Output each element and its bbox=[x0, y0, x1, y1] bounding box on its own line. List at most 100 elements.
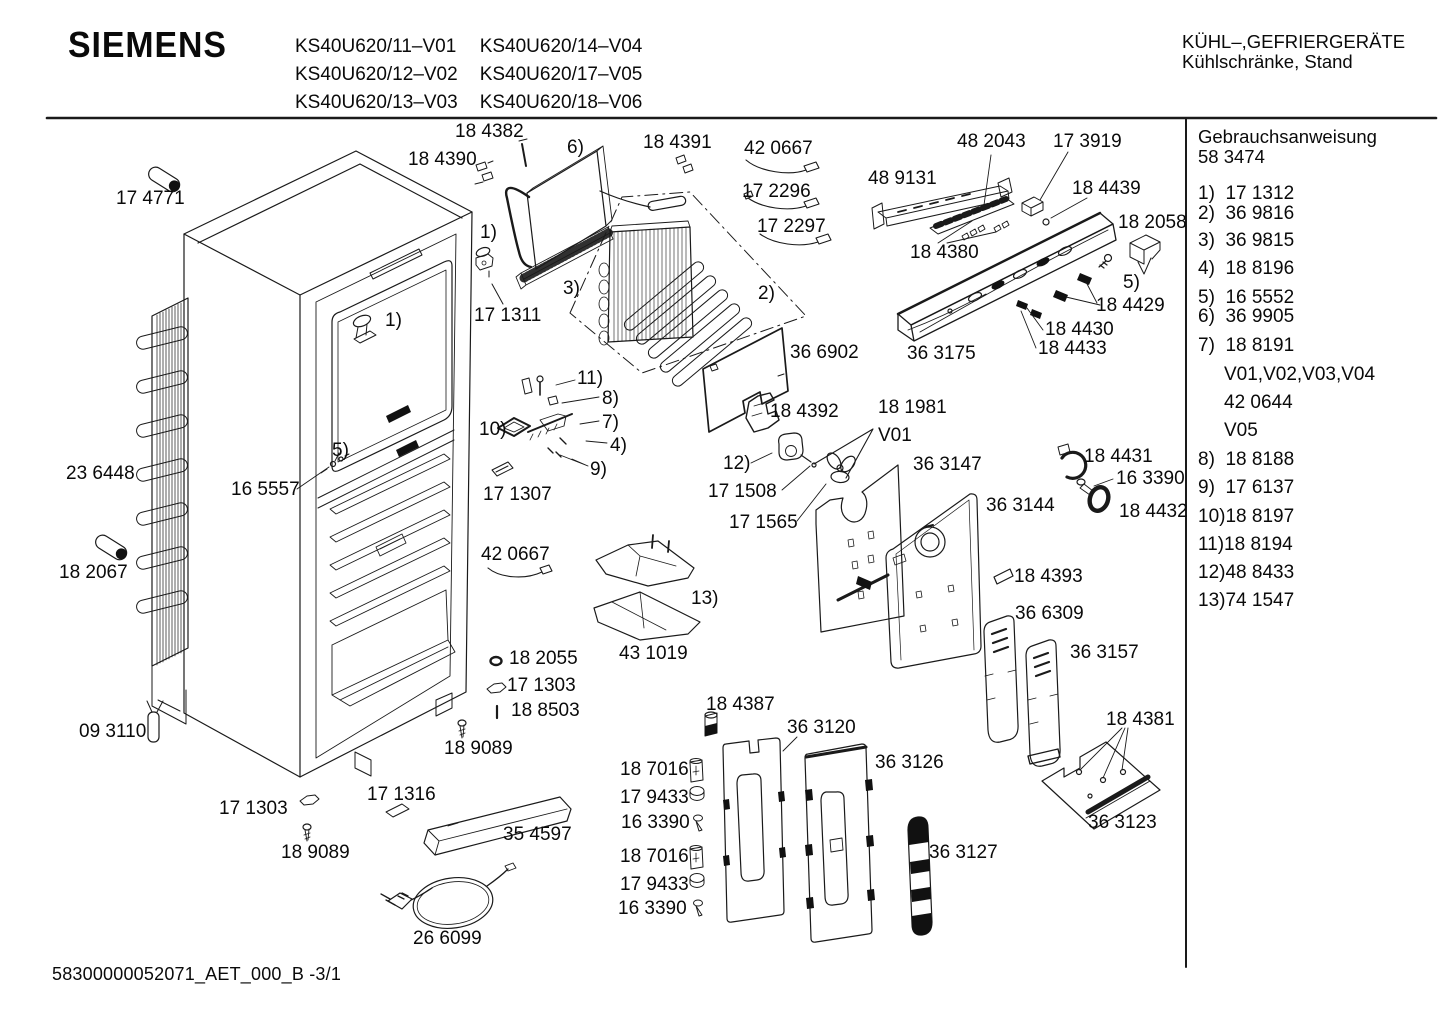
part-label: 17 1311 bbox=[474, 305, 542, 326]
part-label: 12) bbox=[723, 453, 751, 474]
part-label: 18 2067 bbox=[59, 562, 128, 583]
part-label: 18 4390 bbox=[408, 149, 477, 170]
part-label: 18 9089 bbox=[281, 842, 350, 863]
model-number: KS40U620/14–V04 bbox=[479, 36, 643, 57]
parts-list-item: 5) 16 5552 bbox=[1198, 287, 1295, 308]
part-label: 17 1303 bbox=[507, 675, 576, 696]
part-label: 18 7016 bbox=[620, 846, 689, 867]
part-label: 1) bbox=[480, 222, 497, 243]
part-label: 18 7016 bbox=[620, 759, 689, 780]
part-label: 5) bbox=[332, 440, 349, 461]
part-label: 48 9131 bbox=[868, 168, 937, 189]
part-label: 4) bbox=[610, 435, 627, 456]
part-label: 18 2058 bbox=[1118, 212, 1187, 233]
part-label: 18 1981 bbox=[878, 397, 947, 418]
part-label: 18 4433 bbox=[1038, 338, 1107, 359]
part-label: 36 3157 bbox=[1070, 642, 1139, 663]
part-label: 9) bbox=[590, 459, 607, 480]
part-label: 42 0667 bbox=[744, 138, 813, 159]
doc-number: 58300000052071_AET_000_B -3/1 bbox=[52, 964, 342, 984]
brand-logo: SIEMENS bbox=[68, 24, 227, 65]
part-label: 36 3175 bbox=[907, 343, 976, 364]
model-number: KS40U620/11–V01 bbox=[295, 36, 457, 57]
part-label: 17 1508 bbox=[708, 481, 777, 502]
part-label: 13) bbox=[691, 588, 719, 609]
parts-list-item: 7) 18 8191 bbox=[1198, 335, 1295, 356]
part-label: V01 bbox=[878, 425, 912, 446]
part-label: 1) bbox=[385, 310, 402, 331]
parts-list-item: 6) 36 9905 bbox=[1198, 306, 1295, 327]
part-label: 48 2043 bbox=[957, 131, 1026, 152]
parts-list-item: 12)48 8433 bbox=[1198, 562, 1295, 583]
part-label: 18 8503 bbox=[511, 700, 580, 721]
part-label: 2) bbox=[758, 283, 775, 304]
part-label: 18 4380 bbox=[910, 242, 979, 263]
part-label: 26 6099 bbox=[413, 928, 482, 949]
model-number: KS40U620/17–V05 bbox=[479, 64, 643, 85]
part-label: 17 1565 bbox=[729, 512, 798, 533]
part-label: 16 5557 bbox=[231, 479, 300, 500]
part-label: 17 2296 bbox=[742, 181, 811, 202]
part-label: 17 1316 bbox=[367, 784, 436, 805]
part-label: 09 3110 bbox=[79, 721, 147, 742]
part-label: 18 4392 bbox=[770, 401, 839, 422]
part-label: 17 4771 bbox=[116, 188, 185, 209]
part-label: 5) bbox=[1123, 272, 1140, 293]
parts-list-item: 8) 18 8188 bbox=[1198, 449, 1295, 470]
part-label: 17 3919 bbox=[1053, 131, 1122, 152]
part-label: 36 3126 bbox=[875, 752, 944, 773]
part-label: 36 3123 bbox=[1088, 812, 1157, 833]
part-label: 18 4381 bbox=[1106, 709, 1175, 730]
part-label: 17 1303 bbox=[219, 798, 288, 819]
part-label: 16 3390 bbox=[618, 898, 687, 919]
model-number: KS40U620/12–V02 bbox=[295, 64, 458, 85]
parts-list-item: V05 bbox=[1224, 420, 1258, 441]
parts-list-item: 13)74 1547 bbox=[1198, 590, 1295, 611]
part-label: 36 3127 bbox=[929, 842, 998, 863]
page-title-line2: Kühlschränke, Stand bbox=[1182, 51, 1353, 72]
parts-list-item: 2) 36 9816 bbox=[1198, 203, 1295, 224]
part-label: 18 4393 bbox=[1014, 566, 1083, 587]
part-label: 18 4431 bbox=[1084, 446, 1153, 467]
part-label: 11) bbox=[577, 368, 604, 389]
part-label: 17 9433 bbox=[620, 787, 689, 808]
part-label: 36 3144 bbox=[986, 495, 1055, 516]
part-label: 6) bbox=[567, 137, 584, 158]
part-label: 36 6902 bbox=[790, 342, 859, 363]
part-label: 17 1307 bbox=[483, 484, 552, 505]
part-label: 16 3390 bbox=[621, 812, 690, 833]
sidebar-title: Gebrauchsanweisung bbox=[1198, 126, 1377, 147]
part-label: 18 4429 bbox=[1096, 295, 1165, 316]
parts-list-item: 11)18 8194 bbox=[1198, 534, 1293, 555]
parts-list-item: 42 0644 bbox=[1224, 392, 1293, 413]
part-label: 3) bbox=[563, 278, 580, 299]
part-label: 18 4430 bbox=[1045, 319, 1114, 340]
part-label: 18 4382 bbox=[455, 121, 524, 142]
part-label: 36 6309 bbox=[1015, 603, 1084, 624]
part-label: 36 3147 bbox=[913, 454, 982, 475]
part-label: 18 4439 bbox=[1072, 178, 1141, 199]
part-label: 7) bbox=[602, 412, 619, 433]
parts-list-item: 9) 17 6137 bbox=[1198, 477, 1295, 498]
part-label: 43 1019 bbox=[619, 643, 688, 664]
parts-list-item: 1) 17 1312 bbox=[1198, 183, 1295, 204]
sidebar-title-number: 58 3474 bbox=[1198, 146, 1265, 167]
part-label: 10) bbox=[479, 419, 507, 440]
parts-list-item: 4) 18 8196 bbox=[1198, 258, 1295, 279]
model-number: KS40U620/13–V03 bbox=[295, 92, 458, 113]
part-label: 35 4597 bbox=[503, 824, 572, 845]
part-label: 36 3120 bbox=[787, 717, 856, 738]
part-label: 18 2055 bbox=[509, 648, 578, 669]
part-label: 42 0667 bbox=[481, 544, 550, 565]
part-label: 16 3390 bbox=[1116, 468, 1185, 489]
part-label: 18 9089 bbox=[444, 738, 513, 759]
page-title-line1: KÜHL–,GEFRIERGERÄTE bbox=[1182, 31, 1406, 52]
part-label: 17 2297 bbox=[757, 216, 826, 237]
part-label: 23 6448 bbox=[66, 463, 135, 484]
part-label: 18 4391 bbox=[643, 132, 712, 153]
part-label: 8) bbox=[602, 388, 619, 409]
model-number: KS40U620/18–V06 bbox=[479, 92, 643, 113]
